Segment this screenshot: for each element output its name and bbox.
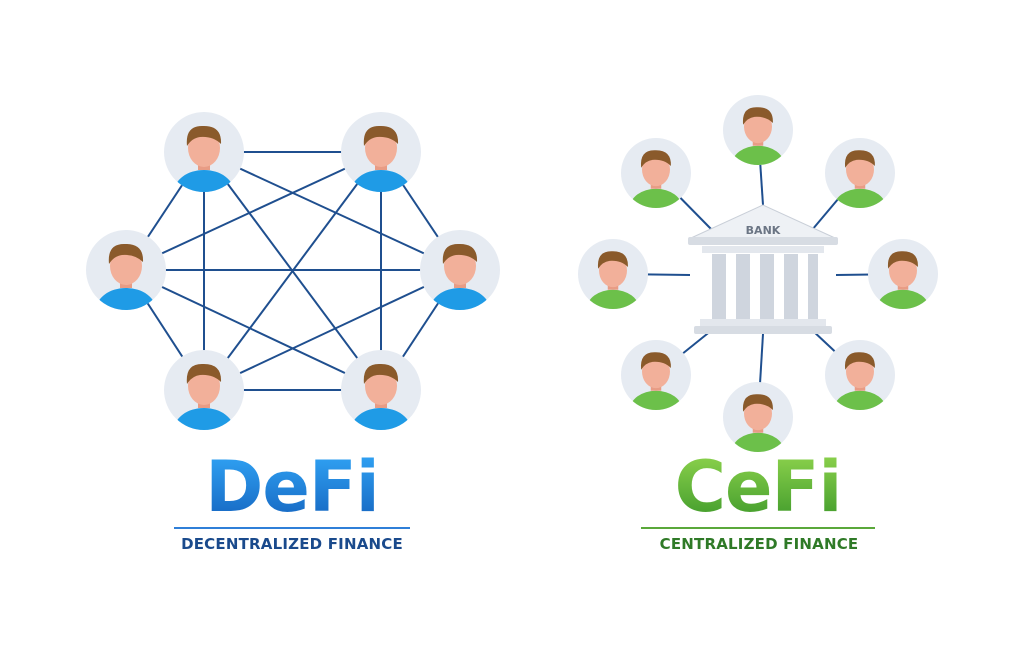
hair-icon: [597, 251, 628, 269]
shirt-icon: [833, 188, 887, 208]
defi-connection-line: [125, 269, 382, 391]
hair-icon: [640, 150, 671, 168]
defi-avatar-5: [164, 350, 244, 430]
cefi-avatar-7: [825, 340, 895, 410]
hair-icon: [442, 243, 478, 264]
face-icon: [642, 354, 670, 389]
defi-connection-line: [203, 151, 461, 271]
cefi-avatar-8: [723, 382, 793, 452]
cefi-underline: [641, 527, 875, 529]
defi-avatar-4: [420, 230, 500, 310]
hair-icon: [640, 352, 671, 370]
bank-label: BANK: [746, 224, 781, 237]
cefi-title: CeFi: [636, 452, 880, 522]
shirt-icon: [876, 289, 930, 309]
shirt-icon: [833, 390, 887, 410]
defi-avatar-2: [341, 112, 421, 192]
hair-icon: [887, 251, 918, 269]
cefi-avatar-4: [578, 239, 648, 309]
face-icon: [110, 247, 142, 285]
defi-title: DeFi: [170, 452, 414, 522]
defi-underline: [174, 527, 410, 529]
cefi-avatar-2: [621, 138, 691, 208]
cefi-avatar-6: [621, 340, 691, 410]
shirt-icon: [731, 432, 785, 452]
face-icon: [188, 367, 220, 405]
shirt-icon: [430, 288, 490, 310]
defi-connection-line: [125, 151, 382, 271]
face-icon: [642, 152, 670, 187]
cefi-subtitle: CENTRALIZED FINANCE: [659, 535, 859, 553]
hair-icon: [742, 394, 773, 412]
shirt-icon: [174, 170, 234, 192]
face-icon: [365, 129, 397, 167]
cefi-avatar-5: [868, 239, 938, 309]
defi-nodes: [86, 112, 500, 430]
shirt-icon: [731, 145, 785, 165]
shirt-icon: [351, 408, 411, 430]
shirt-icon: [96, 288, 156, 310]
cefi-avatar-3: [825, 138, 895, 208]
hair-icon: [844, 150, 875, 168]
bank-icon: BANK: [688, 204, 838, 334]
cefi-nodes: [578, 95, 938, 452]
face-icon: [846, 354, 874, 389]
hair-icon: [363, 125, 399, 146]
face-icon: [889, 253, 917, 288]
defi-avatar-6: [341, 350, 421, 430]
defi-mesh-connections: [125, 151, 461, 391]
shirt-icon: [586, 289, 640, 309]
shirt-icon: [351, 170, 411, 192]
face-icon: [846, 152, 874, 187]
face-icon: [599, 253, 627, 288]
cefi-avatar-1: [723, 95, 793, 165]
shirt-icon: [174, 408, 234, 430]
face-icon: [744, 109, 772, 144]
hair-icon: [186, 125, 222, 146]
defi-avatar-3: [86, 230, 166, 310]
hair-icon: [186, 363, 222, 384]
shirt-icon: [629, 188, 683, 208]
hair-icon: [844, 352, 875, 370]
defi-avatar-1: [164, 112, 244, 192]
hair-icon: [108, 243, 144, 264]
hair-icon: [363, 363, 399, 384]
hair-icon: [742, 107, 773, 125]
shirt-icon: [629, 390, 683, 410]
face-icon: [365, 367, 397, 405]
face-icon: [744, 396, 772, 431]
face-icon: [444, 247, 476, 285]
face-icon: [188, 129, 220, 167]
defi-subtitle: DECENTRALIZED FINANCE: [181, 535, 403, 553]
defi-connection-line: [203, 269, 461, 391]
